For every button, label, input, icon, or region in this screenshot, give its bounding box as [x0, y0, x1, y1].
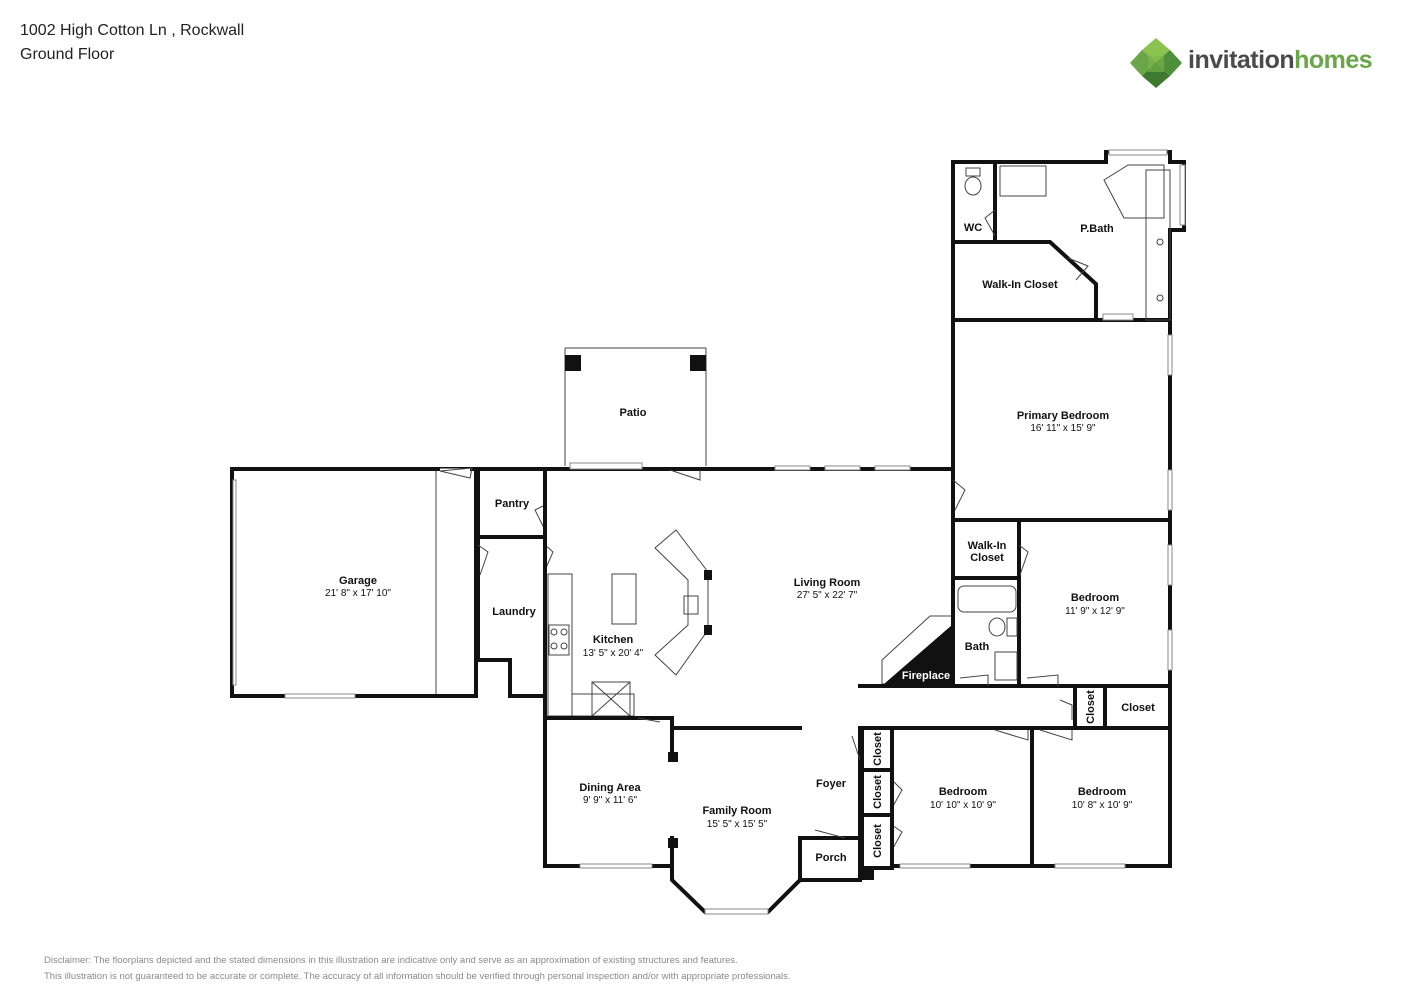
label-bedroom-3: Bedroom	[939, 786, 988, 798]
label-bath: Bath	[965, 641, 990, 653]
dims-bedroom-3: 10' 10" x 10' 9"	[930, 800, 996, 811]
label-garage: Garage	[339, 575, 377, 587]
label-closet-vertical-3: Closet	[872, 775, 884, 809]
label-laundry: Laundry	[492, 606, 536, 618]
dims-living-room: 27' 5" x 22' 7"	[797, 590, 858, 601]
label-family-room: Family Room	[702, 805, 771, 817]
label-pantry: Pantry	[495, 498, 530, 510]
label-bedroom-4: Bedroom	[1078, 786, 1127, 798]
label-bedroom-2: Bedroom	[1071, 592, 1120, 604]
label-closet-hallway: Closet	[1121, 702, 1155, 714]
dims-bedroom-4: 10' 8" x 10' 9"	[1072, 800, 1133, 811]
logo-word-homes: homes	[1294, 46, 1373, 74]
logo-wordmark: invitationhomes	[1188, 46, 1373, 75]
dims-family-room: 15' 5" x 15' 5"	[707, 819, 768, 830]
dims-dining-area: 9' 9" x 11' 6"	[583, 795, 638, 806]
label-walk-in-closet-primary: Walk-In Closet	[982, 279, 1058, 291]
main-house-walls	[543, 462, 955, 868]
label-living-room: Living Room	[794, 577, 861, 589]
label-closet-vertical-1: Closet	[1085, 690, 1097, 724]
label-primary-bedroom: Primary Bedroom	[1017, 410, 1110, 422]
dims-primary-bedroom: 16' 11" x 15' 9"	[1030, 423, 1096, 434]
logo-word-invitation: invitation	[1188, 46, 1295, 74]
floor-name: Ground Floor	[20, 46, 115, 63]
right-wing-walls	[951, 149, 1186, 688]
disclaimer-line-2: This illustration is not guaranteed to b…	[44, 971, 791, 982]
brand-logo: invitationhomes	[1128, 36, 1398, 90]
property-address: 1002 High Cotton Ln , Rockwall	[20, 22, 245, 39]
label-closet-vertical-2: Closet	[872, 732, 884, 766]
patio-structure	[564, 347, 707, 466]
dims-bedroom-2: 11' 9" x 12' 9"	[1065, 606, 1125, 617]
dims-garage: 21' 8" x 17' 10"	[325, 588, 391, 599]
label-foyer: Foyer	[816, 778, 847, 790]
label-kitchen: Kitchen	[593, 634, 634, 646]
label-patio: Patio	[620, 407, 647, 419]
label-porch: Porch	[815, 852, 846, 864]
label-fireplace: Fireplace	[902, 670, 950, 682]
lower-bedrooms-walls	[890, 726, 1172, 869]
label-primary-bath: P.Bath	[1080, 223, 1114, 235]
dims-kitchen: 13' 5" x 20' 4"	[583, 648, 644, 659]
disclaimer-line-1: Disclaimer: The floorplans depicted and …	[44, 955, 738, 966]
room-labels: Garage 21' 8" x 17' 10" Pantry Laundry P…	[325, 222, 1155, 864]
label-walk-in-closet-line1: Walk-In	[968, 540, 1007, 552]
label-closet-vertical-4: Closet	[872, 824, 884, 858]
label-wc: WC	[964, 222, 982, 234]
label-dining-area: Dining Area	[579, 782, 641, 794]
label-walk-in-closet-line2: Closet	[970, 552, 1004, 564]
logo-mark-icon	[1130, 38, 1182, 88]
